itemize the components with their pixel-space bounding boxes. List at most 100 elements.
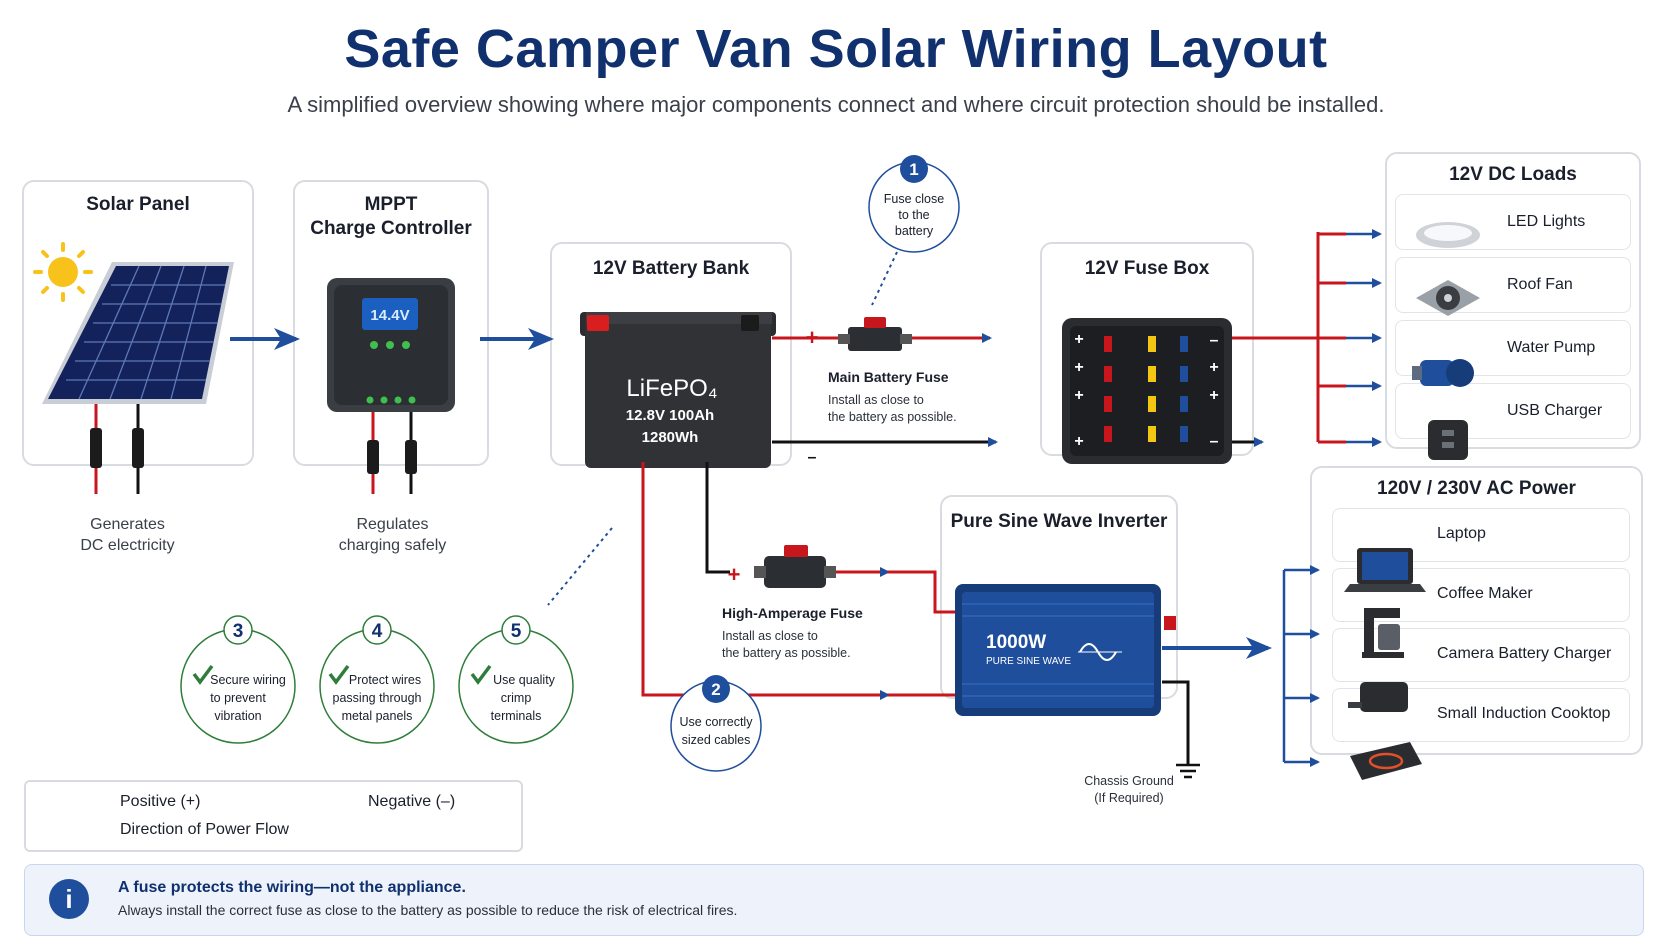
callout-5-line1: Use quality <box>493 673 556 687</box>
svg-text:+: + <box>1074 433 1083 450</box>
svg-text:+: + <box>1209 387 1218 404</box>
page-title: Safe Camper Van Solar Wiring Layout <box>344 19 1328 79</box>
main-fuse-note: Install as close to the battery as possi… <box>828 392 957 426</box>
callout-3: 3 Secure wiring to prevent vibration <box>180 615 296 744</box>
check-icon <box>328 664 350 685</box>
water-pump-icon <box>1412 359 1474 387</box>
controller-caption-line1: Regulates <box>356 516 429 533</box>
callout-2-line2: sized cables <box>682 733 751 747</box>
svg-text:+: + <box>1074 359 1083 376</box>
check-icon <box>192 664 214 685</box>
main-fuse-note-line1: Install as close to <box>828 393 924 407</box>
dc-load-label: LED Lights <box>1507 213 1586 230</box>
charge-controller-icon: 14.4V <box>327 278 455 494</box>
ac-load-label: Camera Battery Charger <box>1437 645 1612 662</box>
ac-load-label: Coffee Maker <box>1437 585 1533 602</box>
charge-controller-title-1: MPPT <box>364 194 418 215</box>
usb-charger-icon <box>1428 420 1468 460</box>
svg-text:+: + <box>1074 387 1083 404</box>
inverter-title: Pure Sine Wave Inverter <box>950 511 1168 532</box>
high-amp-fuse-note-line2: the battery as possible. <box>722 646 851 660</box>
wire-inverter-ground <box>1162 680 1190 765</box>
callout-4-line1: Protect wires <box>349 673 421 687</box>
callout-5-line2: crimp <box>501 691 532 705</box>
info-body: Always install the correct fuse as close… <box>118 902 738 918</box>
high-amp-positive-symbol: + <box>728 562 741 587</box>
high-amp-fuse-note: Install as close to the battery as possi… <box>722 628 851 662</box>
dc-load-label: Roof Fan <box>1507 276 1573 293</box>
battery-icon: LiFePO₄ 12.8V 100Ah 1280Wh <box>580 312 776 468</box>
dc-load-branch-wires <box>1318 232 1346 444</box>
callout-1-line3: battery <box>895 224 934 238</box>
fuse-box-icon: + + + + – + + – <box>1062 318 1232 464</box>
callout-1-dotted-line <box>871 251 898 306</box>
svg-text:–: – <box>1210 332 1219 349</box>
solar-panel-icon <box>42 262 234 494</box>
led-light-icon <box>1416 222 1480 248</box>
positive-symbol: + <box>806 325 819 350</box>
callout-4-number: 4 <box>372 621 383 642</box>
page-subtitle: A simplified overview showing where majo… <box>287 92 1385 117</box>
high-amp-fuse-icon <box>754 545 836 588</box>
info-headline: A fuse protects the wiring—not the appli… <box>118 879 466 896</box>
callout-5-line3: terminals <box>491 709 542 723</box>
info-icon: i <box>49 879 89 919</box>
callout-1: 1 Fuse close to the battery <box>868 155 960 253</box>
callout-4-line2: passing through <box>333 691 422 705</box>
laptop-icon <box>1344 548 1426 592</box>
dc-load-label: USB Charger <box>1507 402 1603 419</box>
callout-5-dotted-line <box>547 527 613 606</box>
battery-bank-title: 12V Battery Bank <box>592 258 750 279</box>
camera-charger-icon <box>1348 682 1408 712</box>
callout-1-number: 1 <box>909 160 918 179</box>
callout-1-line2: to the <box>898 208 929 222</box>
callout-4: 4 Protect wires passing through metal pa… <box>319 615 435 744</box>
ac-load-label: Laptop <box>1437 525 1486 542</box>
controller-caption-line2: charging safely <box>338 537 447 554</box>
wire-negative-to-high-amp-fuse <box>705 462 730 574</box>
high-amp-fuse-title: High-Amperage Fuse <box>722 605 863 621</box>
chassis-ground-line2: (If Required) <box>1094 791 1164 805</box>
dc-load-label: Water Pump <box>1507 339 1596 356</box>
callout-3-line1: Secure wiring <box>210 673 286 687</box>
callout-2-number: 2 <box>711 680 720 699</box>
solar-caption-line1: Generates <box>90 516 165 533</box>
legend-negative-label: Negative (–) <box>368 793 456 810</box>
fuse-box-title: 12V Fuse Box <box>1084 258 1210 279</box>
svg-text:i: i <box>65 884 72 914</box>
controller-display: 14.4V <box>370 307 409 324</box>
callout-5-number: 5 <box>511 621 522 642</box>
solar-caption-line2: DC electricity <box>80 537 175 554</box>
callout-2-line1: Use correctly <box>680 715 754 729</box>
callout-2: 2 Use correctly sized cables <box>670 675 762 772</box>
legend-box <box>24 780 523 852</box>
main-fuse-note-line2: the battery as possible. <box>828 410 957 424</box>
callout-5: 5 Use quality crimp terminals <box>458 615 574 744</box>
check-icon <box>470 664 492 685</box>
wire-positive-to-high-amp-fuse <box>641 462 690 697</box>
battery-spec-voltage: 12.8V 100Ah <box>626 407 714 424</box>
battery-spec-energy: 1280Wh <box>642 429 699 446</box>
callout-3-number: 3 <box>233 621 244 642</box>
wire-to-inverter-top <box>888 570 958 614</box>
negative-symbol: – <box>808 449 817 466</box>
coffee-maker-icon <box>1362 608 1404 658</box>
roof-fan-icon <box>1416 280 1480 316</box>
legend-positive-label: Positive (+) <box>120 793 201 810</box>
chassis-ground-line1: Chassis Ground <box>1084 774 1174 788</box>
main-fuse-title: Main Battery Fuse <box>828 369 949 385</box>
inverter-rating: 1000W <box>986 632 1046 653</box>
high-amp-fuse-note-line1: Install as close to <box>722 629 818 643</box>
legend-flow-label: Direction of Power Flow <box>120 821 289 838</box>
callout-4-line3: metal panels <box>342 709 413 723</box>
svg-text:–: – <box>1210 433 1219 450</box>
ac-load-label: Small Induction Cooktop <box>1437 705 1611 722</box>
ac-load-branch-wires <box>1282 565 1320 767</box>
main-battery-fuse-icon <box>838 317 912 351</box>
induction-cooktop-icon <box>1350 742 1422 780</box>
callout-3-line2: to prevent <box>210 691 266 705</box>
dc-loads-title: 12V DC Loads <box>1449 164 1577 185</box>
chassis-ground-icon <box>1176 763 1200 779</box>
inverter-type: PURE SINE WAVE <box>986 656 1071 667</box>
